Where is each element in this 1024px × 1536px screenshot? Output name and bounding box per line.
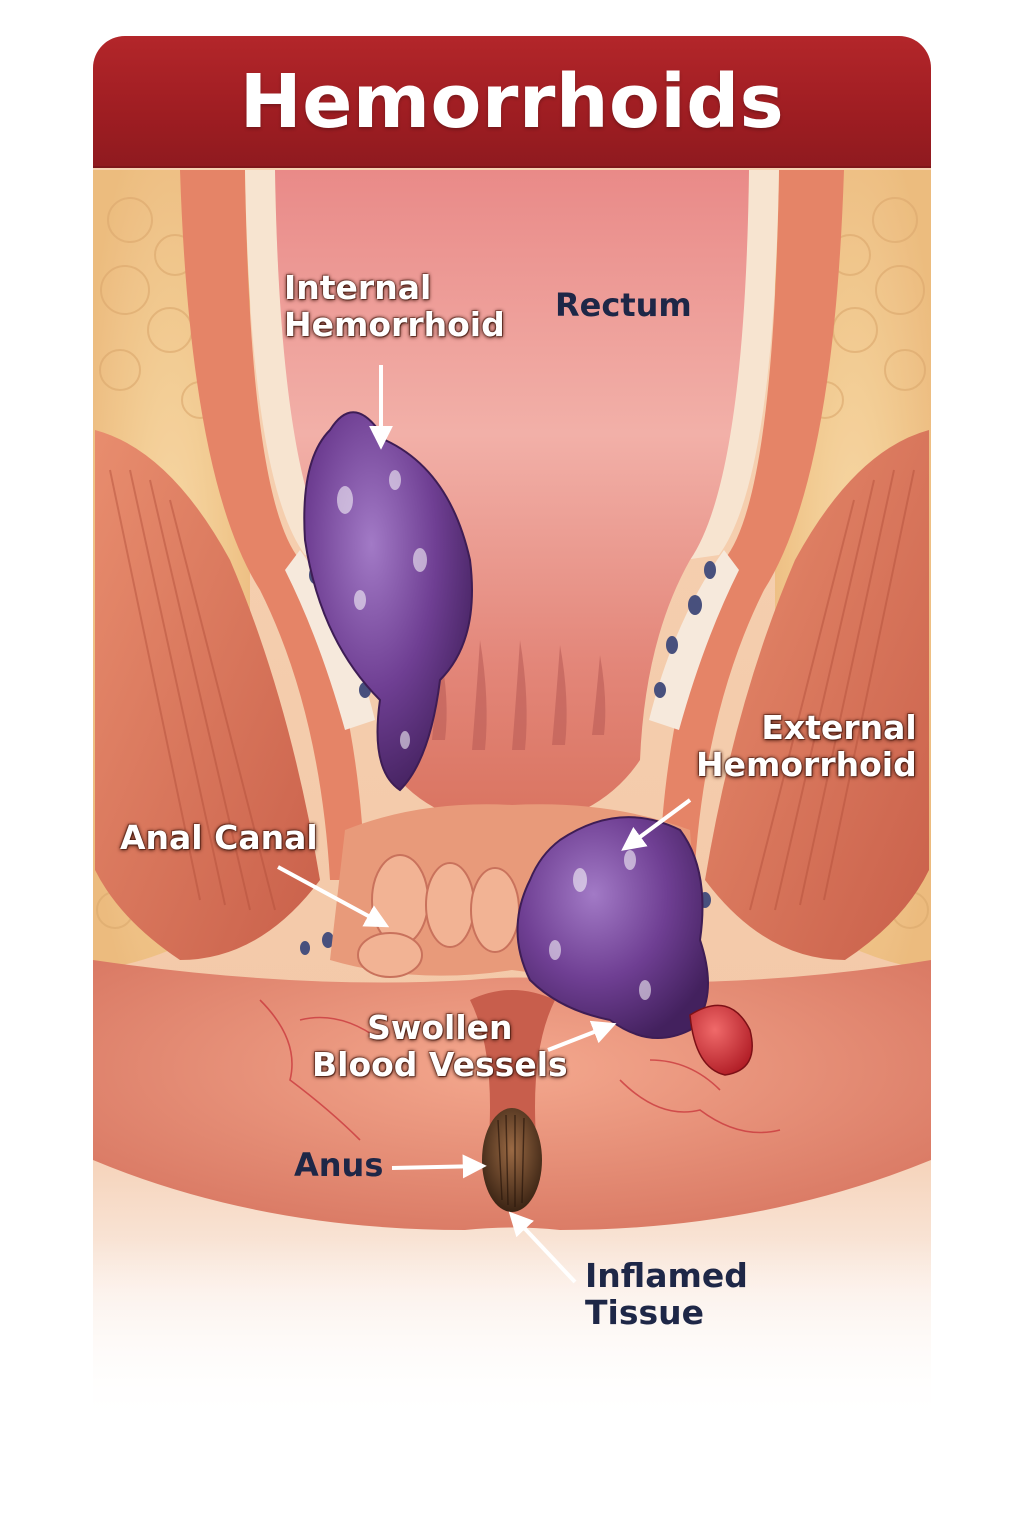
- arrow-anus: [391, 1154, 487, 1179]
- sphincter-muscles: [95, 430, 929, 960]
- title-banner: [93, 36, 931, 168]
- external-hemorrhoid-shape: [516, 816, 753, 1076]
- label-inflamed-tissue: Inflamed Tissue: [585, 1256, 748, 1332]
- arrow-anal-canal: [277, 865, 390, 928]
- arrow-external-hemorrhoid: [621, 798, 692, 851]
- label-anus: Anus: [294, 1146, 384, 1184]
- rectal-walls: [180, 170, 844, 880]
- pointer-arrows: [277, 365, 692, 1284]
- arrow-swollen-vessels: [547, 1020, 617, 1052]
- label-swollen-blood-vessels: Swollen Blood Vessels: [312, 1008, 568, 1084]
- label-rectum: Rectum: [555, 286, 692, 324]
- anal-columns: [432, 640, 606, 750]
- page-title: Hemorrhoids: [239, 59, 785, 145]
- label-external-hemorrhoid: External Hemorrhoid: [696, 708, 917, 784]
- bottom-fade: [93, 1240, 931, 1430]
- arrow-inflamed-tissue: [508, 1211, 577, 1284]
- anus-shape: [482, 1108, 542, 1212]
- label-internal-hemorrhoid: Internal Hemorrhoid: [284, 268, 505, 344]
- internal-hemorrhoid-shape: [303, 411, 473, 792]
- label-anal-canal: Anal Canal: [120, 818, 318, 857]
